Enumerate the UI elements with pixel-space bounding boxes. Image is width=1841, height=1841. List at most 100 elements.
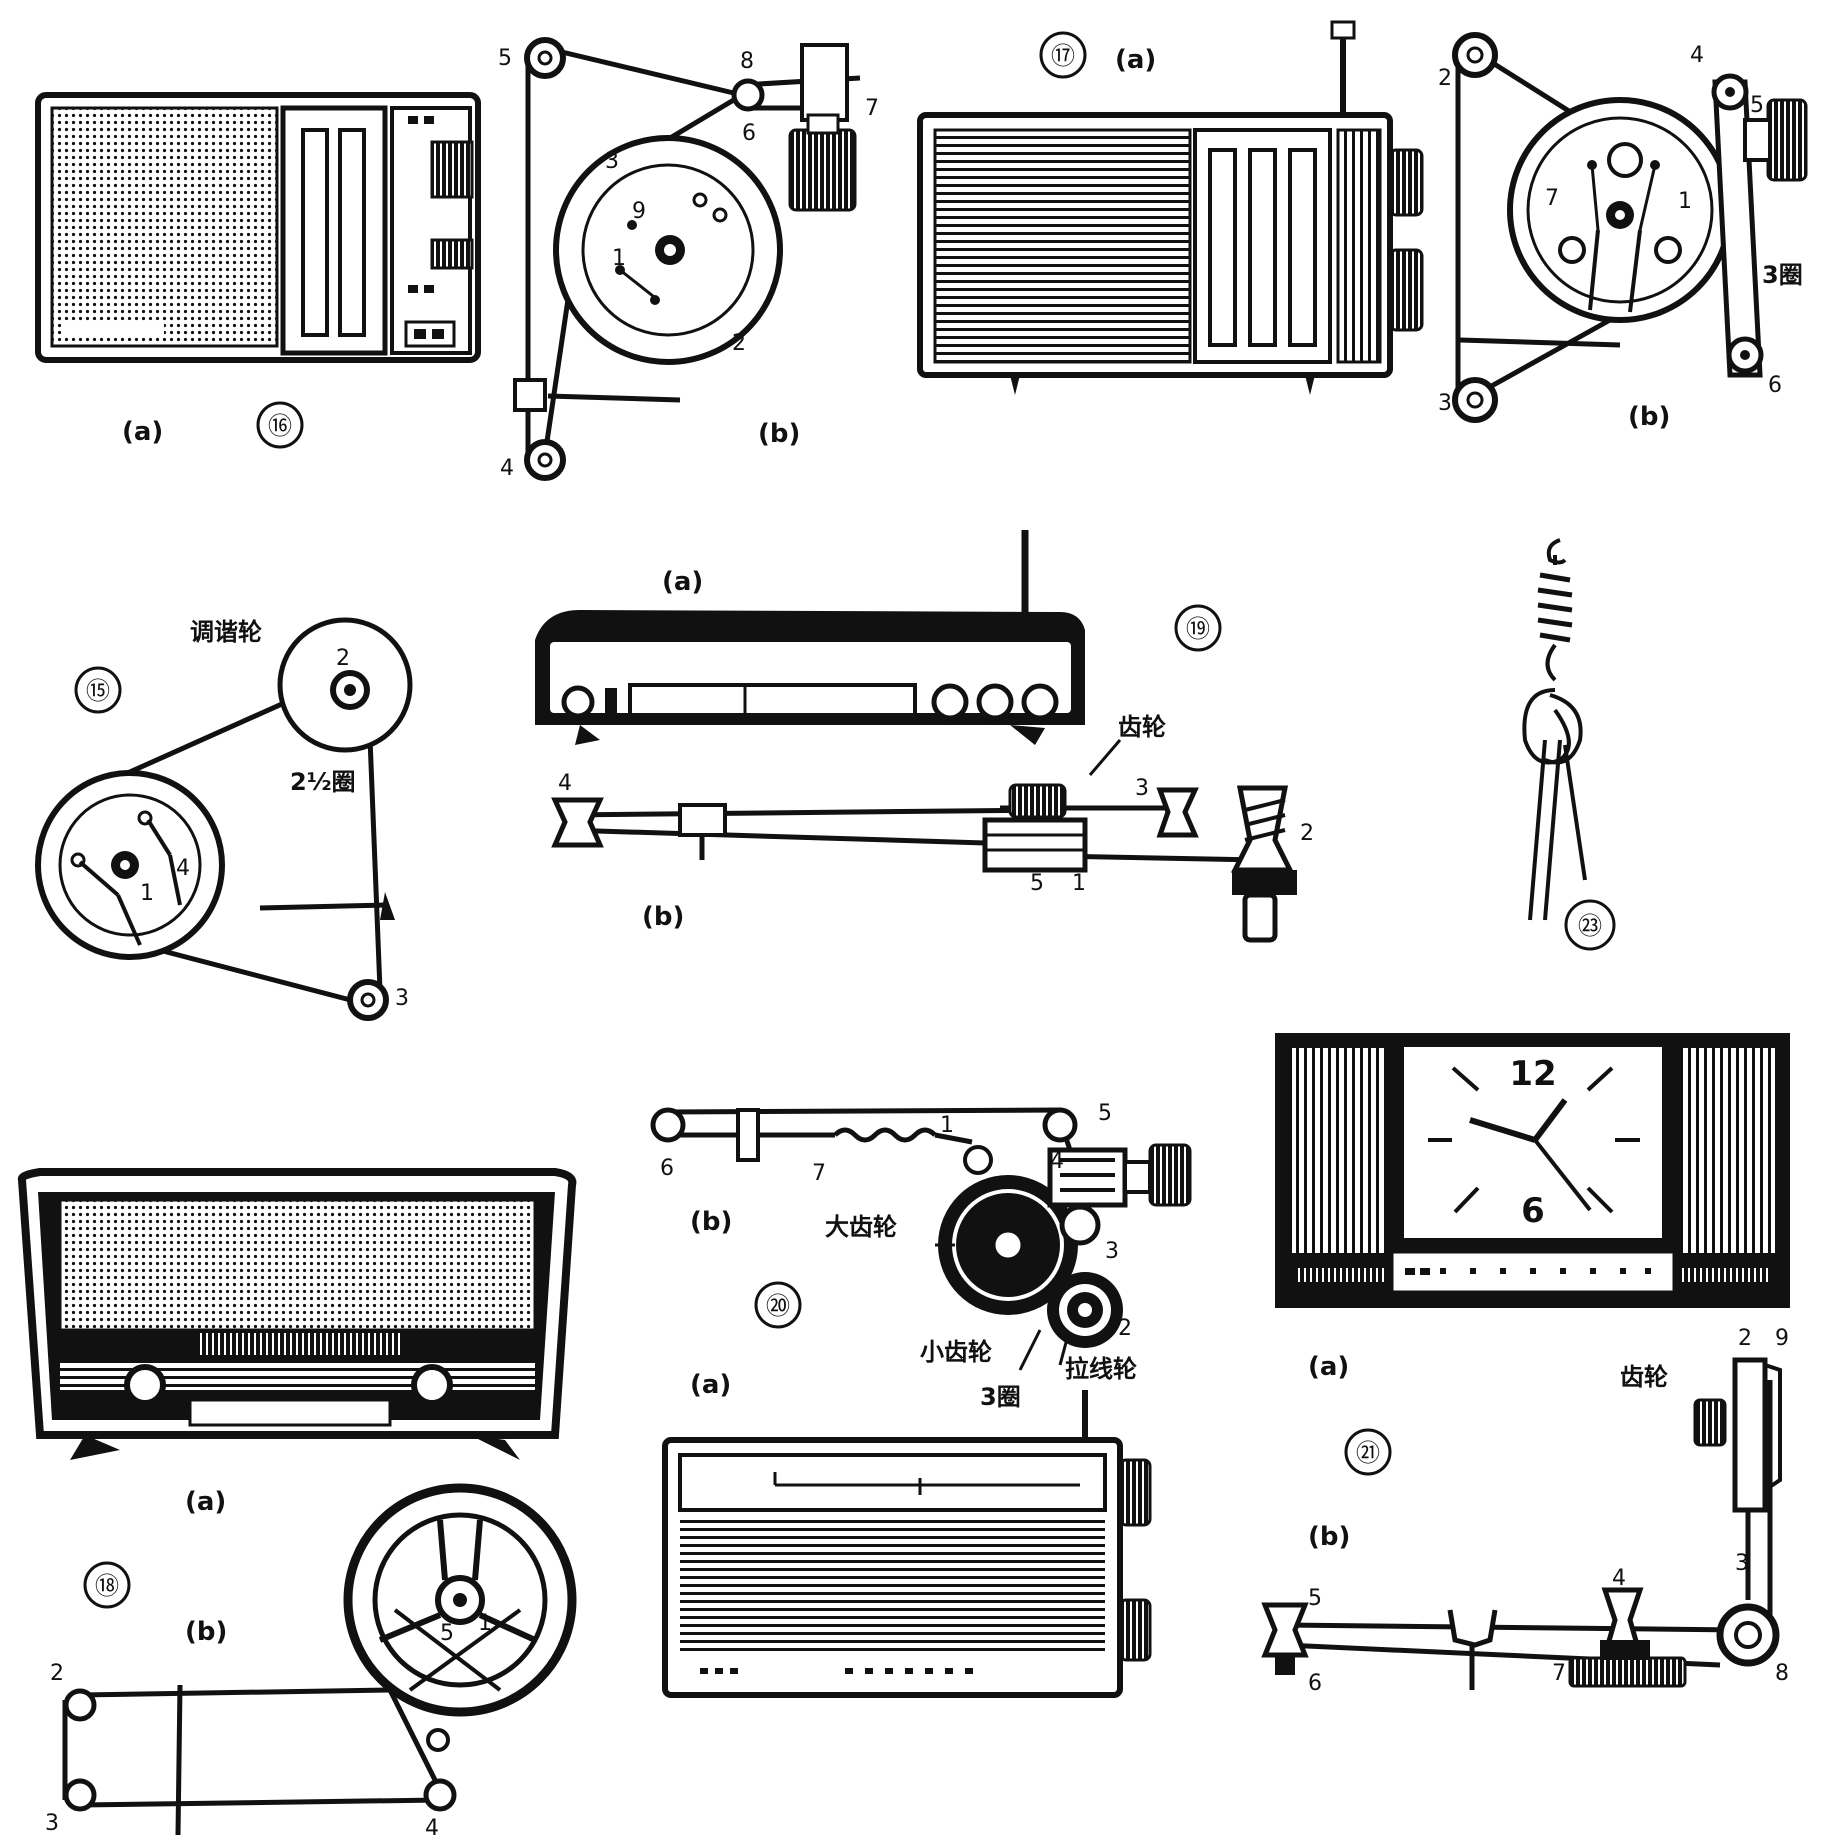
fig16-number: ⑯ xyxy=(268,412,292,440)
svg-text:8: 8 xyxy=(740,49,754,74)
svg-text:4: 4 xyxy=(425,1816,439,1841)
fig17b-labels: 2 4 5 7 1 3圈 3 6 xyxy=(1438,43,1803,416)
fig21-sub-a: (a) xyxy=(1308,1352,1349,1382)
fig19-sub-b: (b) xyxy=(642,902,684,932)
svg-text:4: 4 xyxy=(1612,1566,1626,1591)
fig19b-labels: 齿轮 4 3 2 5 1 xyxy=(558,713,1314,896)
fig17a-radio xyxy=(917,20,1424,395)
svg-text:5: 5 xyxy=(1750,93,1764,118)
svg-text:2: 2 xyxy=(336,646,350,671)
svg-text:5: 5 xyxy=(1308,1586,1322,1611)
svg-text:齿轮: 齿轮 xyxy=(1118,713,1166,741)
svg-text:1: 1 xyxy=(1072,871,1086,896)
fig20b-parts xyxy=(650,1107,1192,1371)
svg-text:6: 6 xyxy=(1768,373,1782,398)
svg-text:3: 3 xyxy=(605,149,619,174)
fig17-number: ⑰ xyxy=(1051,42,1075,70)
fig20b-cord xyxy=(667,1107,1073,1151)
fig18-number-ring xyxy=(83,1561,131,1609)
fig18b-parts xyxy=(63,1483,577,1812)
fig16b-pulleys xyxy=(513,37,857,481)
fig18b-labels: 2 3 4 5 1 xyxy=(45,1611,492,1841)
svg-text:7: 7 xyxy=(1552,1661,1566,1686)
svg-text:大齿轮: 大齿轮 xyxy=(825,1213,897,1241)
fig19-number: ⑲ xyxy=(1186,615,1210,643)
svg-text:小齿轮: 小齿轮 xyxy=(920,1338,992,1366)
svg-text:2: 2 xyxy=(732,331,746,356)
fig20-sub-a: (a) xyxy=(690,1370,731,1400)
svg-text:3: 3 xyxy=(1135,776,1149,801)
fig20-number-ring xyxy=(754,1281,802,1329)
fig17-sub-a: (a) xyxy=(1115,45,1156,75)
fig19b-mechanism xyxy=(551,739,1297,943)
svg-text:5: 5 xyxy=(440,1621,454,1646)
svg-text:拉线轮: 拉线轮 xyxy=(1065,1355,1137,1383)
fig16-sub-a: (a) xyxy=(122,417,163,447)
svg-text:6: 6 xyxy=(1308,1671,1322,1696)
fig20b-labels: 5 4 1 6 7 3 2 大齿轮 小齿轮 拉线轮 3圈 xyxy=(660,1101,1137,1411)
fig18-number: ⑱ xyxy=(95,1572,119,1600)
fig19a-radio xyxy=(535,530,1085,745)
svg-text:齿轮: 齿轮 xyxy=(1620,1363,1668,1391)
svg-text:5: 5 xyxy=(498,46,512,71)
svg-text:3: 3 xyxy=(45,1811,59,1836)
fig16-sub-b: (b) xyxy=(758,419,800,449)
svg-text:3: 3 xyxy=(1735,1551,1749,1576)
svg-text:4: 4 xyxy=(1050,1149,1064,1174)
svg-text:2: 2 xyxy=(1300,821,1314,846)
fig18-sub-a: (a) xyxy=(185,1487,226,1517)
fig21b-mechanism xyxy=(1261,1357,1782,1690)
svg-text:1: 1 xyxy=(940,1113,954,1138)
svg-text:2: 2 xyxy=(1438,66,1452,91)
fig23-knot xyxy=(1522,538,1587,921)
svg-text:3: 3 xyxy=(1105,1239,1119,1264)
svg-text:4: 4 xyxy=(176,856,190,881)
fig16b-labels: 5 8 7 6 3 9 1 2 4 xyxy=(498,46,879,481)
svg-text:7: 7 xyxy=(812,1161,826,1186)
svg-text:3: 3 xyxy=(1438,391,1452,416)
svg-text:1: 1 xyxy=(478,1611,492,1636)
fig17-number-ring xyxy=(1039,31,1087,79)
fig18-sub-b: (b) xyxy=(185,1617,227,1647)
fig21-sub-b: (b) xyxy=(1308,1522,1350,1552)
clock-6-numeral: 6 xyxy=(1521,1191,1545,1231)
fig18a-radio xyxy=(17,1168,577,1460)
svg-text:7: 7 xyxy=(1545,186,1559,211)
fig18b-cord xyxy=(62,1684,443,1836)
svg-text:5: 5 xyxy=(1030,871,1044,896)
svg-text:4: 4 xyxy=(500,456,514,481)
svg-text:2½圈: 2½圈 xyxy=(290,768,356,796)
fig15-labels: 2 2½圈 4 1 3 xyxy=(140,646,409,1011)
fig17b-parts xyxy=(1452,32,1808,423)
fig15-tuning-wheel-label: 调谐轮 xyxy=(190,618,262,646)
fig17b-cord xyxy=(1455,52,1621,401)
fig19-number-ring xyxy=(1174,604,1222,652)
svg-text:3圈: 3圈 xyxy=(980,1383,1021,1411)
fig15-parts xyxy=(35,617,413,1021)
svg-text:1: 1 xyxy=(140,881,154,906)
fig21b-labels: 2 9 齿轮 3 4 5 6 7 8 xyxy=(1308,1326,1789,1696)
svg-text:4: 4 xyxy=(1690,43,1704,68)
fig20a-radio xyxy=(662,1390,1152,1698)
svg-text:3: 3 xyxy=(395,986,409,1011)
svg-text:8: 8 xyxy=(1775,1661,1789,1686)
fig19-sub-a: (a) xyxy=(662,567,703,597)
svg-text:5: 5 xyxy=(1098,1101,1112,1126)
svg-text:2: 2 xyxy=(1118,1316,1132,1341)
clock-12-numeral: 12 xyxy=(1509,1054,1556,1094)
fig23-number: ㉓ xyxy=(1578,912,1602,940)
fig15-number: ⑮ xyxy=(86,677,110,705)
fig21-number-ring xyxy=(1344,1428,1392,1476)
svg-text:1: 1 xyxy=(1678,189,1692,214)
fig17-sub-b: (b) xyxy=(1628,402,1670,432)
fig20-sub-b: (b) xyxy=(690,1207,732,1237)
svg-text:7: 7 xyxy=(865,96,879,121)
svg-text:2: 2 xyxy=(50,1661,64,1686)
svg-text:6: 6 xyxy=(660,1156,674,1181)
svg-text:9: 9 xyxy=(1775,1326,1789,1351)
svg-text:4: 4 xyxy=(558,771,572,796)
svg-text:9: 9 xyxy=(632,199,646,224)
fig20-number: ⑳ xyxy=(766,1292,790,1320)
fig16-number-ring xyxy=(256,401,304,449)
